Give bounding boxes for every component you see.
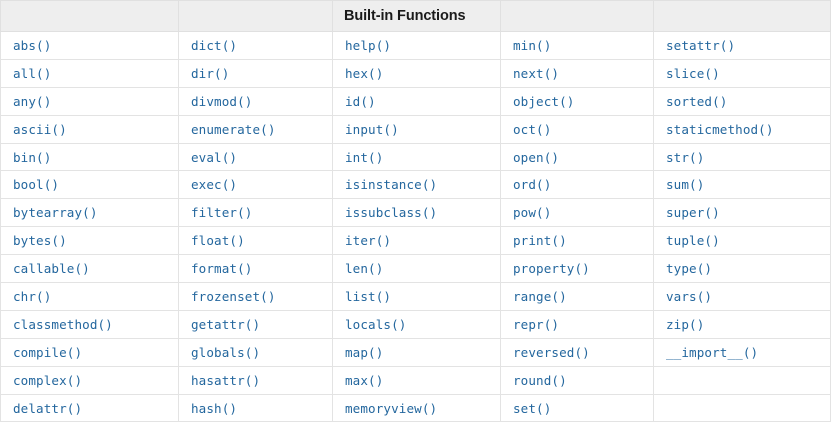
function-cell[interactable]: isinstance() [332, 170, 501, 200]
function-cell[interactable]: object() [500, 86, 654, 116]
function-cell[interactable]: chr() [0, 282, 179, 311]
function-cell[interactable]: globals() [178, 337, 333, 367]
table-row: chr()frozenset()list()range()vars() [0, 282, 831, 311]
function-cell[interactable]: range() [500, 282, 654, 311]
function-cell[interactable]: bin() [0, 142, 179, 172]
table-row: abs()dict()help()min()setattr() [0, 31, 831, 60]
function-cell[interactable]: tuple() [653, 226, 831, 256]
function-cell[interactable]: next() [500, 58, 654, 88]
function-cell[interactable]: set() [500, 393, 654, 422]
empty-cell [653, 365, 831, 395]
header-cell-0 [0, 0, 179, 32]
function-cell[interactable]: input() [332, 114, 501, 144]
function-cell[interactable]: hex() [332, 58, 501, 88]
function-cell[interactable]: exec() [178, 170, 333, 200]
table-row: classmethod()getattr()locals()repr()zip(… [0, 309, 831, 339]
function-cell[interactable]: setattr() [653, 31, 831, 60]
function-cell[interactable]: hash() [178, 393, 333, 422]
function-cell[interactable]: any() [0, 86, 179, 116]
table-row: ascii()enumerate()input()oct()staticmeth… [0, 114, 831, 144]
empty-cell [653, 393, 831, 422]
function-cell[interactable]: frozenset() [178, 282, 333, 311]
function-cell[interactable]: enumerate() [178, 114, 333, 144]
function-cell[interactable]: issubclass() [332, 198, 501, 228]
table-row: any()divmod()id()object()sorted() [0, 86, 831, 116]
function-cell[interactable]: id() [332, 86, 501, 116]
table-row: compile()globals()map()reversed()__impor… [0, 337, 831, 367]
table-row: delattr()hash()memoryview()set() [0, 393, 831, 422]
header-row: Built-in Functions [0, 0, 831, 32]
function-cell[interactable]: callable() [0, 254, 179, 284]
table-header: Built-in Functions [0, 0, 831, 32]
table-row: bytearray()filter()issubclass()pow()supe… [0, 198, 831, 228]
function-cell[interactable]: divmod() [178, 86, 333, 116]
function-cell[interactable]: slice() [653, 58, 831, 88]
function-cell[interactable]: ord() [500, 170, 654, 200]
function-cell[interactable]: memoryview() [332, 393, 501, 422]
function-cell[interactable]: repr() [500, 309, 654, 339]
function-cell[interactable]: format() [178, 254, 333, 284]
function-cell[interactable]: pow() [500, 198, 654, 228]
table-row: callable()format()len()property()type() [0, 254, 831, 284]
function-cell[interactable]: getattr() [178, 309, 333, 339]
function-cell[interactable]: compile() [0, 337, 179, 367]
function-cell[interactable]: zip() [653, 309, 831, 339]
header-cell-4 [653, 0, 831, 32]
function-cell[interactable]: bytes() [0, 226, 179, 256]
function-cell[interactable]: min() [500, 31, 654, 60]
function-cell[interactable]: round() [500, 365, 654, 395]
function-cell[interactable]: complex() [0, 365, 179, 395]
table-body: abs()dict()help()min()setattr()all()dir(… [0, 31, 831, 422]
function-cell[interactable]: eval() [178, 142, 333, 172]
table-row: bool()exec()isinstance()ord()sum() [0, 170, 831, 200]
function-cell[interactable]: max() [332, 365, 501, 395]
function-cell[interactable]: oct() [500, 114, 654, 144]
function-cell[interactable]: vars() [653, 282, 831, 311]
function-cell[interactable]: staticmethod() [653, 114, 831, 144]
table-row: bin()eval()int()open()str() [0, 142, 831, 172]
table-title: Built-in Functions [332, 0, 501, 32]
function-cell[interactable]: str() [653, 142, 831, 172]
function-cell[interactable]: filter() [178, 198, 333, 228]
function-cell[interactable]: bool() [0, 170, 179, 200]
function-cell[interactable]: delattr() [0, 393, 179, 422]
function-cell[interactable]: reversed() [500, 337, 654, 367]
function-cell[interactable]: iter() [332, 226, 501, 256]
function-cell[interactable]: open() [500, 142, 654, 172]
function-cell[interactable]: float() [178, 226, 333, 256]
function-cell[interactable]: len() [332, 254, 501, 284]
function-cell[interactable]: map() [332, 337, 501, 367]
function-cell[interactable]: dir() [178, 58, 333, 88]
function-cell[interactable]: list() [332, 282, 501, 311]
header-cell-3 [500, 0, 654, 32]
function-cell[interactable]: super() [653, 198, 831, 228]
function-cell[interactable]: abs() [0, 31, 179, 60]
function-cell[interactable]: int() [332, 142, 501, 172]
function-cell[interactable]: sorted() [653, 86, 831, 116]
function-cell[interactable]: bytearray() [0, 198, 179, 228]
header-cell-1 [178, 0, 333, 32]
function-cell[interactable]: __import__() [653, 337, 831, 367]
function-cell[interactable]: hasattr() [178, 365, 333, 395]
function-cell[interactable]: ascii() [0, 114, 179, 144]
function-cell[interactable]: type() [653, 254, 831, 284]
function-cell[interactable]: dict() [178, 31, 333, 60]
function-cell[interactable]: help() [332, 31, 501, 60]
table-row: bytes()float()iter()print()tuple() [0, 226, 831, 256]
function-cell[interactable]: locals() [332, 309, 501, 339]
table-row: all()dir()hex()next()slice() [0, 58, 831, 88]
function-cell[interactable]: print() [500, 226, 654, 256]
function-cell[interactable]: all() [0, 58, 179, 88]
function-cell[interactable]: property() [500, 254, 654, 284]
table-row: complex()hasattr()max()round() [0, 365, 831, 395]
function-cell[interactable]: sum() [653, 170, 831, 200]
function-cell[interactable]: classmethod() [0, 309, 179, 339]
